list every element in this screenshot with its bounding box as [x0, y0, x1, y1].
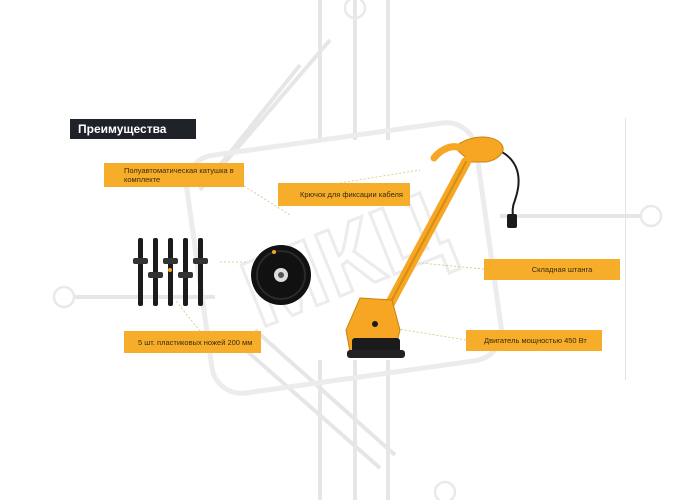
callout-spool: Полуавтоматическая катушка в комплекте	[104, 163, 244, 187]
callout-motor: Двигатель мощностью 450 Вт	[466, 330, 602, 351]
callout-hook: Крючок для фиксации кабеля	[278, 183, 410, 206]
divider-line	[625, 118, 626, 380]
section-title: Преимущества	[70, 119, 196, 139]
callout-blades: 5 шт. пластиковых ножей 200 мм	[124, 331, 261, 353]
spool-icon	[251, 245, 311, 305]
callout-shaft: Складная штанга	[484, 259, 620, 280]
blades-icon	[133, 238, 208, 306]
trimmer-icon	[345, 136, 520, 358]
